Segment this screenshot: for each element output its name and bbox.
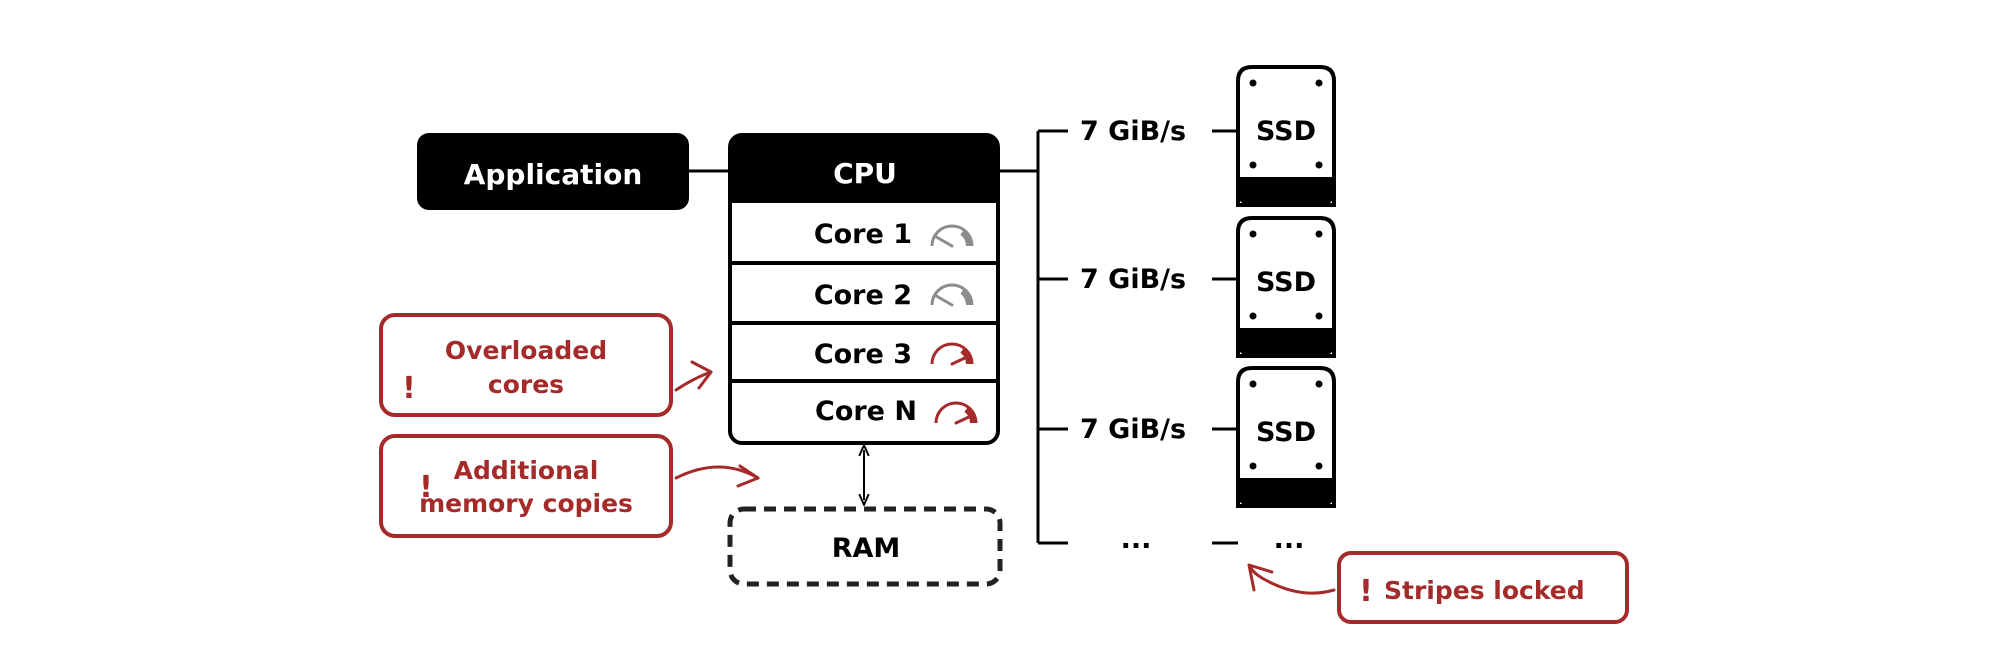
callout-text: Additional <box>454 456 599 485</box>
callout-arrow <box>674 360 713 392</box>
warning-icon: ! <box>402 371 416 406</box>
ssd-drive: SSD <box>1236 65 1336 207</box>
speedometer-icon <box>930 342 974 366</box>
callout-text: Overloaded <box>445 336 607 365</box>
callout-memory-copies: ! Additional memory copies <box>379 434 673 538</box>
ram-label: RAM <box>832 533 901 564</box>
cpu-label: CPU <box>833 157 897 190</box>
core-label: Core 2 <box>814 280 912 311</box>
callout-stripes-locked: ! Stripes locked <box>1337 551 1629 624</box>
storage-bus <box>998 129 1238 545</box>
link-speed-label: 7 GiB/s <box>1080 116 1186 147</box>
cpu-block: CPU Core 1 Core 2 Core 3 Core N <box>728 133 1000 445</box>
more-ssd-ellipsis: ... <box>1274 524 1305 555</box>
speedometer-icon <box>930 224 974 248</box>
ssd-drive: SSD <box>1236 216 1336 358</box>
callout-arrow <box>1247 563 1336 595</box>
callout-overloaded-cores: ! Overloaded cores <box>379 313 673 417</box>
warning-icon: ! <box>1359 574 1373 609</box>
link-speed-label: 7 GiB/s <box>1080 414 1186 445</box>
application-box: Application <box>417 133 689 210</box>
core-label: Core N <box>815 396 917 427</box>
ssd-label: SSD <box>1256 417 1316 448</box>
callout-text: cores <box>488 370 564 399</box>
more-links-ellipsis: ... <box>1121 524 1152 555</box>
speedometer-icon <box>934 401 978 425</box>
core-label: Core 3 <box>814 339 912 370</box>
ssd-label: SSD <box>1256 267 1316 298</box>
callout-arrow <box>674 464 760 488</box>
speedometer-icon <box>930 283 974 307</box>
callout-text: memory copies <box>419 489 633 518</box>
callout-text: Stripes locked <box>1384 576 1585 605</box>
ssd-label: SSD <box>1256 116 1316 147</box>
warning-icon: ! <box>419 470 433 505</box>
link-speed-label: 7 GiB/s <box>1080 264 1186 295</box>
ssd-drive: SSD <box>1236 366 1336 508</box>
application-label: Application <box>464 158 643 191</box>
core-label: Core 1 <box>814 219 912 250</box>
ram-box: RAM <box>727 506 1003 587</box>
